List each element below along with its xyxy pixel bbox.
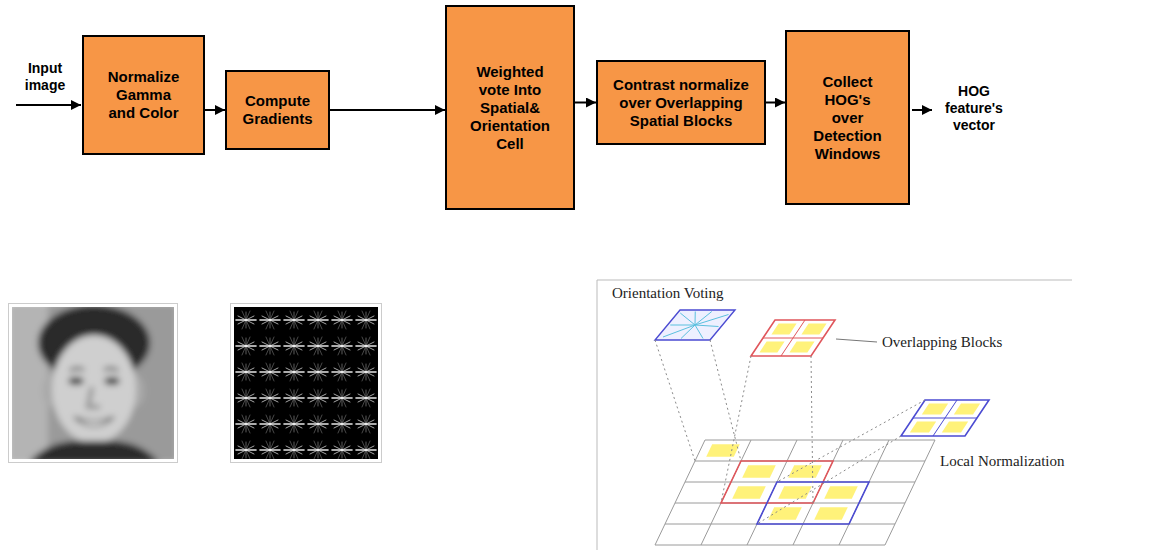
normalization-block bbox=[901, 400, 989, 436]
output-label: HOG feature's vector bbox=[936, 83, 1012, 134]
process-box: Normalize Gamma and Color bbox=[82, 35, 205, 155]
flow-arrow bbox=[575, 102, 596, 104]
cell-grid bbox=[655, 440, 935, 545]
output-arrow bbox=[912, 109, 932, 111]
part-label: Orientation Voting bbox=[612, 284, 724, 302]
face-image bbox=[8, 303, 178, 463]
process-box: Weighted vote Into Spatial& Orientation … bbox=[445, 5, 575, 210]
process-box: Collect HOG's over Detection Windows bbox=[785, 30, 910, 205]
hog-visualization bbox=[231, 304, 382, 463]
part-label: Local Normalization bbox=[940, 452, 1065, 470]
input-label: Input image bbox=[14, 60, 76, 94]
box-label: Weighted vote Into Spatial& Orientation … bbox=[467, 63, 553, 153]
process-box: Contrast normalize over Overlapping Spat… bbox=[596, 60, 766, 145]
box-label: Collect HOG's over Detection Windows bbox=[807, 73, 888, 163]
process-box: Compute Gradients bbox=[225, 70, 330, 150]
overlapping-block bbox=[751, 320, 835, 356]
input-arrow bbox=[16, 104, 81, 106]
flow-arrow bbox=[205, 109, 225, 111]
flow-arrow bbox=[766, 102, 785, 104]
part-label: Overlapping Blocks bbox=[882, 333, 1002, 351]
block-schematic bbox=[597, 280, 1072, 550]
box-label: Contrast normalize over Overlapping Spat… bbox=[606, 76, 756, 130]
orientation-cell bbox=[655, 310, 735, 340]
box-label: Compute Gradients bbox=[239, 92, 316, 128]
leader-line bbox=[836, 339, 877, 342]
flow-arrow bbox=[330, 109, 445, 111]
box-label: Normalize Gamma and Color bbox=[102, 68, 185, 122]
projection-lines bbox=[655, 340, 925, 524]
